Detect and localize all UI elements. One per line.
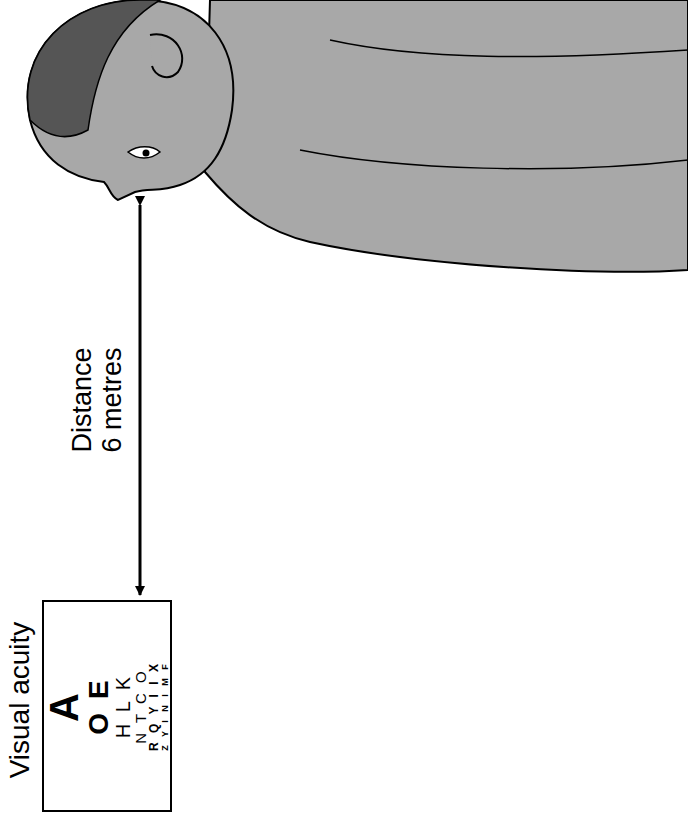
pupil xyxy=(143,150,150,157)
dimension-text: 6 metres xyxy=(98,290,128,510)
person-head xyxy=(28,0,234,200)
chart-row: H L K xyxy=(113,674,133,738)
distance-arrow xyxy=(139,205,142,595)
ear xyxy=(150,34,182,77)
body-line xyxy=(330,40,688,57)
dimension-text: Distance xyxy=(68,290,98,510)
eye-chart: AO EH L KN T C OR Q Y I I XZ Y I N I M F xyxy=(42,600,172,812)
chart-row: N T C O xyxy=(133,668,148,743)
chart-rows: AO EH L KN T C OR Q Y I I XZ Y I N I M F xyxy=(44,602,170,810)
body-line xyxy=(300,150,688,169)
chart-row: A xyxy=(44,690,84,722)
eye xyxy=(128,147,160,158)
hair xyxy=(28,0,160,137)
person-body xyxy=(205,0,688,272)
title: Visual acuity xyxy=(5,580,39,820)
chart-row: O E xyxy=(85,677,113,734)
chart-row: R Q Y I I X xyxy=(148,661,160,751)
dimension-label: Distance6 metres xyxy=(68,290,132,510)
chart-row: Z Y I N I M F xyxy=(161,661,170,751)
